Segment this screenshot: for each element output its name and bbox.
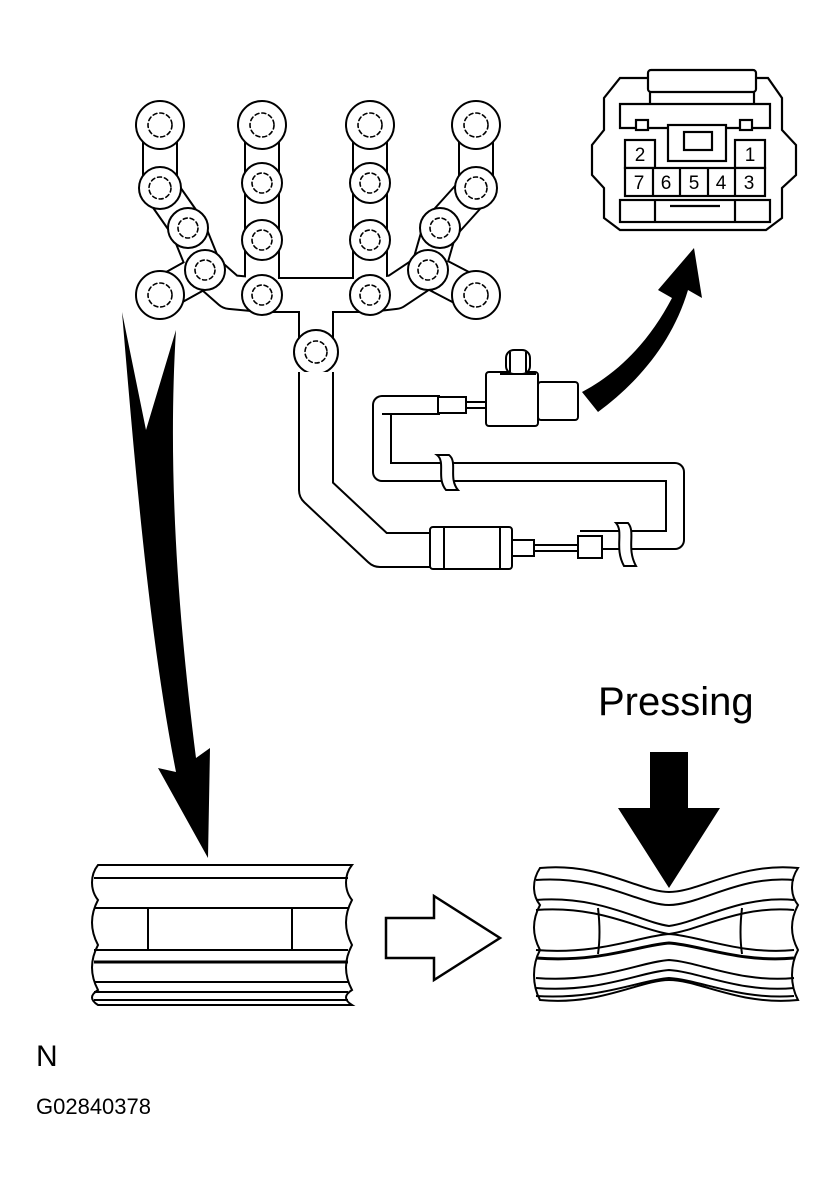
sensor-strip-normal	[91, 864, 356, 1006]
curved-arrow-to-detail-icon	[122, 312, 210, 858]
connector-pin-numbers: 2 1 7 6 5 4 3	[634, 145, 756, 194]
pin-5: 5	[689, 173, 700, 194]
sensor-plug-connector	[437, 349, 579, 427]
figure-letter: N	[36, 1040, 58, 1073]
pin-2: 2	[635, 145, 646, 166]
pressing-arrow-icon	[618, 752, 720, 888]
pressing-label: Pressing	[598, 680, 754, 724]
connector-face-view	[590, 68, 798, 232]
pin-6: 6	[661, 173, 672, 194]
pin-1: 1	[745, 145, 756, 166]
curved-arrow-to-connector-icon	[582, 248, 702, 412]
transition-arrow-icon	[384, 893, 503, 983]
sensor-mat	[135, 100, 501, 375]
pin-3: 3	[744, 173, 755, 194]
pin-4: 4	[716, 173, 727, 194]
sensor-strip-pressed	[533, 866, 800, 1002]
wire-harness	[298, 372, 685, 568]
pin-7: 7	[634, 173, 645, 194]
inline-connector	[429, 526, 603, 570]
cable-break-marks	[434, 454, 638, 567]
figure-code: G02840378	[36, 1094, 151, 1119]
